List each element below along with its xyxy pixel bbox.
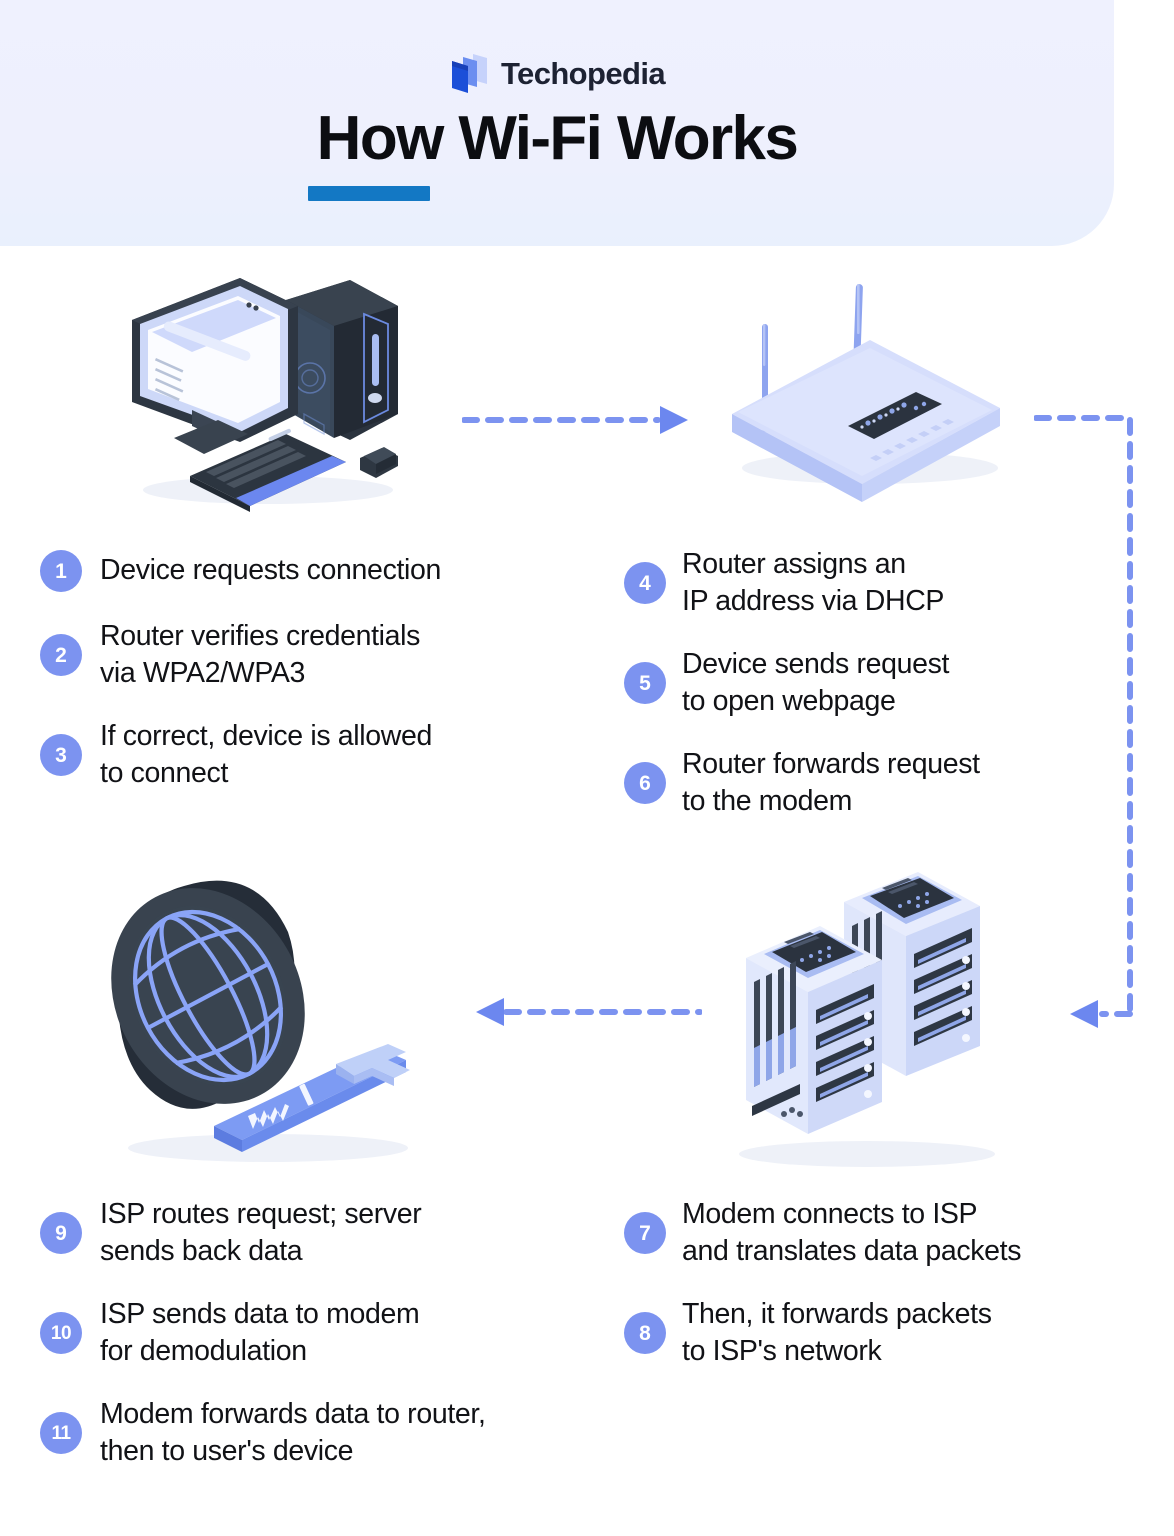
step-text: ISP sends data to modem for demodulation: [100, 1298, 420, 1368]
page-title: How Wi-Fi Works: [316, 104, 799, 173]
list-item: 8 Then, it forwards packets to ISP's net…: [624, 1296, 1154, 1370]
step-number-badge: 4: [624, 562, 666, 605]
list-item: 7 Modem connects to ISP and translates d…: [624, 1196, 1154, 1270]
step-number-badge: 3: [40, 734, 82, 777]
step-text: Router assigns an IP address via DHCP: [682, 548, 945, 618]
step-text: Device sends request to open webpage: [682, 648, 950, 718]
step-text: Router verifies credentials via WPA2/WPA…: [100, 620, 421, 690]
step-text: Modem forwards data to router, then to u…: [100, 1398, 486, 1468]
techopedia-layers-logo-icon: [449, 52, 489, 96]
server-racks-illustration: [722, 862, 1012, 1177]
step-text: If correct, device is allowed to connect: [100, 720, 432, 790]
step-number-badge: 7: [624, 1212, 666, 1255]
step-text: Device requests connection: [100, 554, 442, 587]
step-list-bottom-right: 7 Modem connects to ISP and translates d…: [624, 1196, 1154, 1396]
list-item: 2 Router verifies credentials via WPA2/W…: [40, 618, 585, 692]
step-number-badge: 2: [40, 634, 82, 677]
step-number-badge: 10: [40, 1312, 82, 1355]
step-number-badge: 8: [624, 1312, 666, 1355]
step-text: Modem connects to ISP and translates dat…: [682, 1198, 1022, 1268]
step-text: ISP routes request; server sends back da…: [100, 1198, 422, 1268]
step-number-badge: 11: [40, 1412, 82, 1455]
desktop-computer-illustration: [118, 262, 418, 517]
internet-globe-illustration: [88, 868, 448, 1173]
list-item: 5 Device sends request to open webpage: [624, 646, 1154, 720]
step-list-top-left: 1 Device requests connection 2 Router ve…: [40, 550, 585, 818]
step-number-badge: 5: [624, 662, 666, 705]
list-item: 4 Router assigns an IP address via DHCP: [624, 546, 1154, 620]
step-number-badge: 6: [624, 762, 666, 805]
list-item: 6 Router forwards request to the modem: [624, 746, 1154, 820]
arrow-servers-to-globe: [462, 996, 703, 1033]
step-list-top-right: 4 Router assigns an IP address via DHCP …: [624, 546, 1154, 846]
arrow-router-to-servers: [1033, 410, 1164, 1045]
header-band: [0, 0, 1114, 246]
list-item: 9 ISP routes request; server sends back …: [40, 1196, 610, 1270]
step-number-badge: 9: [40, 1212, 82, 1255]
list-item: 10 ISP sends data to modem for demodulat…: [40, 1296, 610, 1370]
brand-name: Techopedia: [501, 56, 666, 91]
title-underline: [308, 186, 430, 201]
list-item: 11 Modem forwards data to router, then t…: [40, 1396, 610, 1470]
arrow-computer-to-router: [461, 404, 692, 441]
list-item: 3 If correct, device is allowed to conne…: [40, 718, 585, 792]
brand-lockup: Techopedia: [0, 52, 1114, 96]
step-list-bottom-left: 9 ISP routes request; server sends back …: [40, 1196, 610, 1496]
list-item: 1 Device requests connection: [40, 550, 585, 592]
step-text: Router forwards request to the modem: [682, 748, 980, 818]
wifi-router-illustration: [710, 262, 1020, 517]
step-number-badge: 1: [40, 550, 82, 592]
step-text: Then, it forwards packets to ISP's netwo…: [682, 1298, 992, 1368]
